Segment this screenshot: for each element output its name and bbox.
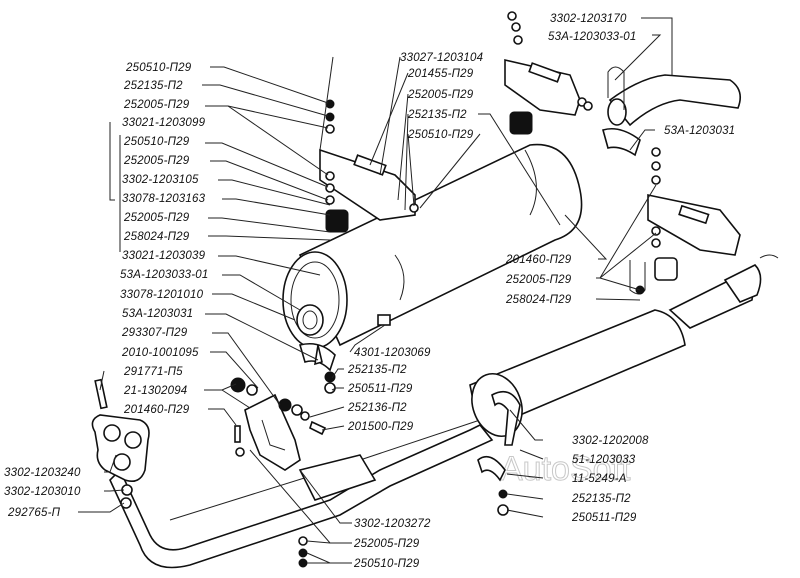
label-33078-1201010: 33078-1201010 [120,289,204,301]
label-53a-1203031: 53А-1203031 [122,308,193,320]
label-250510-p29: 250510-П29 [407,129,474,141]
label-3302-1203105: 3302-1203105 [122,174,199,186]
label-3302-1203010: 3302-1203010 [4,486,81,498]
label-258024-p29: 258024-П29 [505,294,572,306]
label-4301-1203069: 4301-1203069 [354,347,431,359]
label-2010-1001095: 2010-1001095 [121,347,199,359]
main-muffler [282,143,583,349]
label-250510-p29: 250510-П29 [353,558,420,570]
label-33021-1203099: 33021-1203099 [122,117,206,129]
label-252135-p2: 252135-П2 [347,364,407,376]
bracket-front [230,377,327,471]
label-252005-p29: 252005-П29 [505,274,572,286]
label-252136-p2: 252136-П2 [347,402,407,414]
label-51-1203033: 51-1203033 [572,454,636,466]
label-291771-p5: 291771-П5 [123,366,183,378]
label-21-1302094: 21-1302094 [123,385,187,397]
label-252005-p29: 252005-П29 [353,538,420,550]
label-292765-p: 292765-П [7,507,61,519]
flange-gasket [91,378,150,509]
front-exhaust-pipe [109,419,494,569]
label-11-5249-a: 11-5249-А [572,473,627,485]
label-250510-p29: 250510-П29 [123,136,190,148]
label-252005-p29: 252005-П29 [123,212,190,224]
label-33078-1203163: 33078-1203163 [122,193,206,205]
label-3302-1202008: 3302-1202008 [572,435,649,447]
label-201455-p29: 201455-П29 [407,68,474,80]
tailpipe-top [602,66,741,157]
label-53a-1203031: 53А-1203031 [664,125,735,137]
bracket-right [629,147,779,295]
label-201460-p29: 201460-П29 [505,254,572,266]
label-250511-p29: 250511-П29 [347,383,413,395]
leader-lines [78,17,673,564]
fasteners-bottom [298,536,308,568]
rear-muffler [469,264,762,516]
label-201500-p29: 201500-П29 [347,421,414,433]
label-252135-p2: 252135-П2 [407,109,467,121]
label-258024-p29: 258024-П29 [123,231,190,243]
label-252005-p29: 252005-П29 [407,89,474,101]
label-3302-1203240: 3302-1203240 [4,467,81,479]
label-3302-1203170: 3302-1203170 [550,13,627,25]
label-252135-p2: 252135-П2 [571,493,631,505]
label-33027-1203104: 33027-1203104 [400,52,483,64]
label-53a-1203033-01: 53А-1203033-01 [120,269,208,281]
label-3302-1203272: 3302-1203272 [354,518,431,530]
watermark: AutoSoft [500,450,631,488]
label-252005-p29: 252005-П29 [123,99,190,111]
part-labels: 250510-П29 252135-П2 252005-П29 33021-12… [4,13,735,570]
label-252135-p2: 252135-П2 [123,80,183,92]
bracket-top-middle [504,11,593,135]
label-201460-p29: 201460-П29 [123,404,190,416]
label-250511-p29: 250511-П29 [571,512,637,524]
label-33021-1203039: 33021-1203039 [122,250,206,262]
label-252005-p29: 252005-П29 [123,155,190,167]
label-53a-1203033-01: 53А-1203033-01 [548,31,636,43]
bracket-top-left [319,99,419,233]
label-250510-p29: 250510-П29 [125,62,192,74]
clamp-muffler [298,342,336,394]
label-293307-p29: 293307-П29 [121,327,188,339]
